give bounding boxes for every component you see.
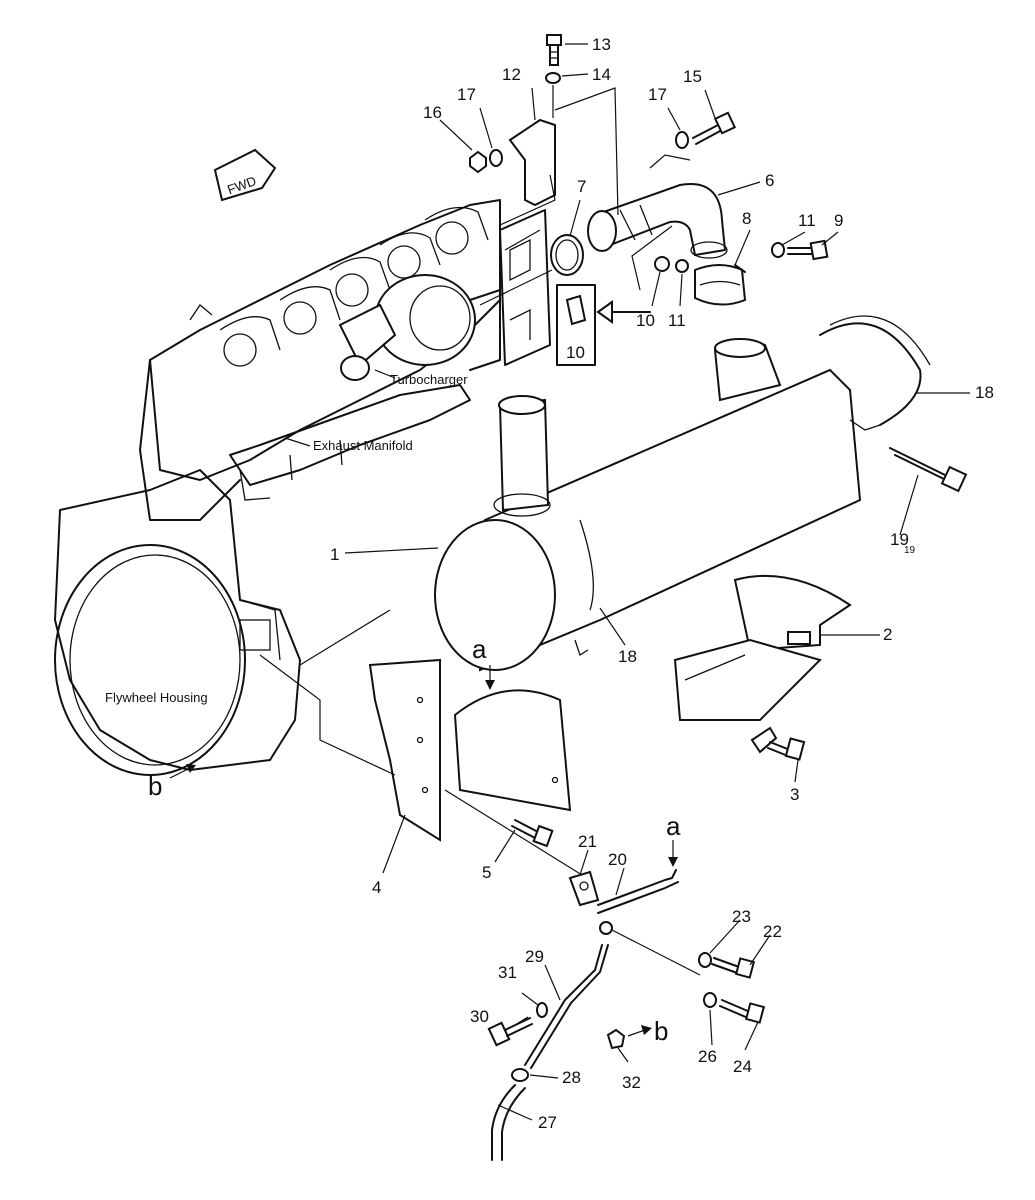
nut-32	[606, 1028, 626, 1050]
callout-26: 26	[698, 1047, 717, 1066]
tail-pipe-29	[524, 921, 613, 1069]
callout-1: 1	[330, 545, 339, 564]
washer-17-right	[675, 131, 689, 149]
callout-14: 14	[592, 65, 611, 84]
muffler-bracket-2	[673, 574, 852, 721]
clamp-8	[694, 264, 747, 306]
callout-20: 20	[608, 850, 627, 869]
bolt-30	[487, 1017, 533, 1047]
ref-a-pipe: a	[666, 811, 681, 841]
callout-3: 3	[790, 785, 799, 804]
nut-10	[654, 256, 670, 272]
flywheel-housing	[54, 469, 301, 776]
callout-27: 27	[538, 1113, 557, 1132]
callout-15: 15	[683, 67, 702, 86]
callout-9: 9	[834, 211, 843, 230]
bolt-24	[719, 999, 766, 1024]
callout-6: 6	[765, 171, 774, 190]
turbocharger-label: Turbocharger	[390, 372, 468, 387]
callout-16: 16	[423, 103, 442, 122]
callout-17-right: 17	[648, 85, 667, 104]
callout-22: 22	[763, 922, 782, 941]
muffler	[434, 338, 862, 672]
callout-10-detail: 10	[566, 343, 585, 362]
forward-direction-arrow: FWD	[213, 148, 277, 202]
callout-18-band: 18	[975, 383, 994, 402]
muffler-band	[819, 315, 968, 493]
callout-21: 21	[578, 832, 597, 851]
bolt-9	[787, 239, 829, 261]
bracket-12	[508, 85, 556, 207]
washer-17-left	[489, 149, 503, 167]
ref-b-housing: b	[148, 771, 162, 801]
callout-12: 12	[502, 65, 521, 84]
exhaust-manifold-label: Exhaust Manifold	[313, 438, 413, 453]
washer-23	[698, 952, 712, 968]
callout-10: 10	[636, 311, 655, 330]
callout-30: 30	[470, 1007, 489, 1026]
pipe-20	[597, 869, 679, 914]
reference-arrows	[169, 665, 678, 1037]
hose-27	[491, 1084, 526, 1161]
bolt-13	[546, 34, 562, 66]
assembly-leader-lines	[479, 87, 691, 306]
support-bracket-4	[368, 658, 572, 842]
callout-2: 2	[883, 625, 892, 644]
exhaust-elbow-6	[587, 183, 728, 259]
ref-b-pipe: b	[654, 1016, 668, 1046]
callout-28: 28	[562, 1068, 581, 1087]
washer-31	[536, 1002, 548, 1018]
bolt-3	[750, 726, 806, 761]
bolt-22	[711, 957, 756, 979]
clamp-28	[511, 1068, 529, 1082]
clip-21	[568, 870, 600, 907]
callout-18-muffler: 18	[618, 647, 637, 666]
washer-26	[703, 992, 717, 1008]
callout-23: 23	[732, 907, 751, 926]
callout-29: 29	[525, 947, 544, 966]
gasket-7	[550, 234, 584, 276]
ref-a-top: a	[472, 634, 487, 664]
callout-24: 24	[733, 1057, 752, 1076]
washer-11	[771, 242, 785, 258]
callout-32: 32	[622, 1073, 641, 1092]
callout-17-left: 17	[457, 85, 476, 104]
bolt-5	[511, 819, 554, 848]
nut-10-detail	[556, 284, 651, 366]
turbo-bracket-assembly	[499, 209, 551, 366]
mounting-leader-lines	[259, 609, 701, 976]
callout-11: 11	[798, 211, 816, 230]
washer-14	[545, 72, 561, 84]
callout-4: 4	[372, 878, 381, 897]
washer-11b	[675, 259, 689, 273]
flywheel-housing-label: Flywheel Housing	[105, 690, 208, 705]
callout-13: 13	[592, 35, 611, 54]
callout-7: 7	[577, 177, 586, 196]
callout-19-sub: 19	[904, 545, 916, 556]
nut-16	[469, 150, 487, 174]
turbocharger	[338, 274, 501, 381]
callout-8: 8	[742, 209, 751, 228]
callout-11b: 11	[668, 311, 686, 330]
callout-leaders	[284, 43, 970, 1121]
callout-31: 31	[498, 963, 517, 982]
callout-19: 19	[890, 530, 909, 549]
callout-5: 5	[482, 863, 491, 882]
bolt-15	[692, 111, 737, 145]
